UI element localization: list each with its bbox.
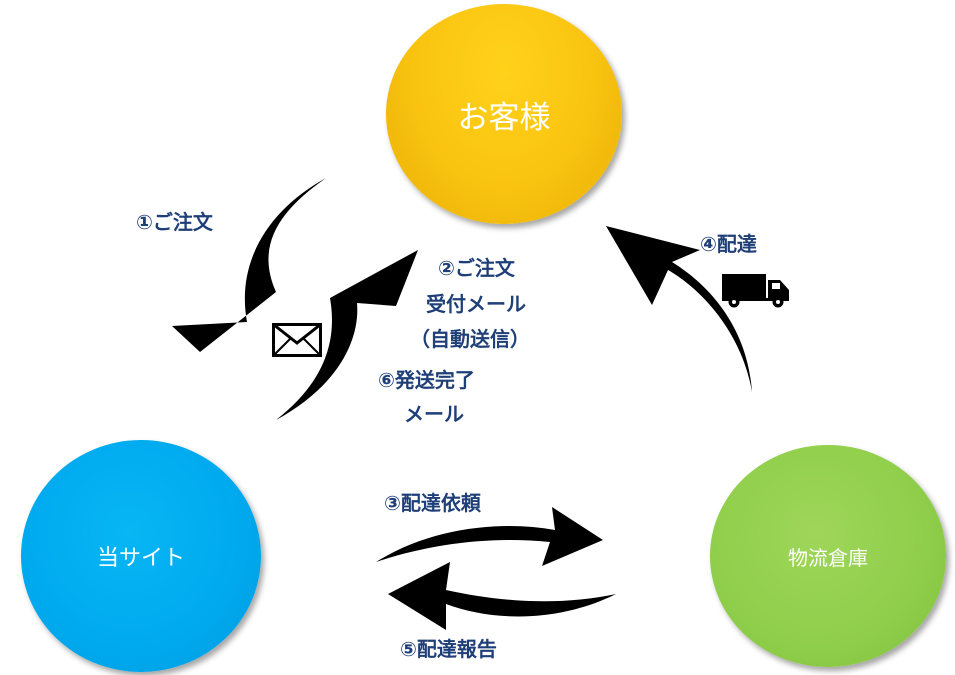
arrow-delivery-report — [388, 562, 616, 630]
arrow-delivery-request — [376, 507, 603, 566]
truck-icon — [722, 274, 789, 308]
label-order: ①ご注文 — [136, 210, 213, 234]
label-order-mail-3: （自動送信） — [410, 327, 530, 351]
node-customer-label: お客様 — [457, 99, 551, 136]
envelope-icon — [272, 323, 322, 357]
label-shipped-mail-2: メール — [404, 402, 464, 426]
label-order-mail-1: ②ご注文 — [438, 256, 515, 280]
arrow-delivery — [606, 226, 752, 392]
node-site-label: 当サイト — [96, 546, 185, 571]
arrow-mail — [276, 250, 418, 420]
node-customer: お客様 — [386, 4, 622, 224]
node-site: 当サイト — [21, 440, 261, 672]
label-delivery-request: ③配達依頼 — [384, 491, 481, 515]
label-shipped-mail-1: ⑥発送完了 — [378, 368, 475, 392]
arrow-order — [172, 178, 326, 352]
label-delivery-report: ⑤配達報告 — [400, 637, 497, 661]
label-order-mail-2: 受付メール — [426, 292, 526, 316]
node-warehouse-label: 物流倉庫 — [788, 545, 868, 570]
label-delivery: ④配達 — [700, 232, 757, 256]
node-warehouse: 物流倉庫 — [710, 445, 946, 667]
